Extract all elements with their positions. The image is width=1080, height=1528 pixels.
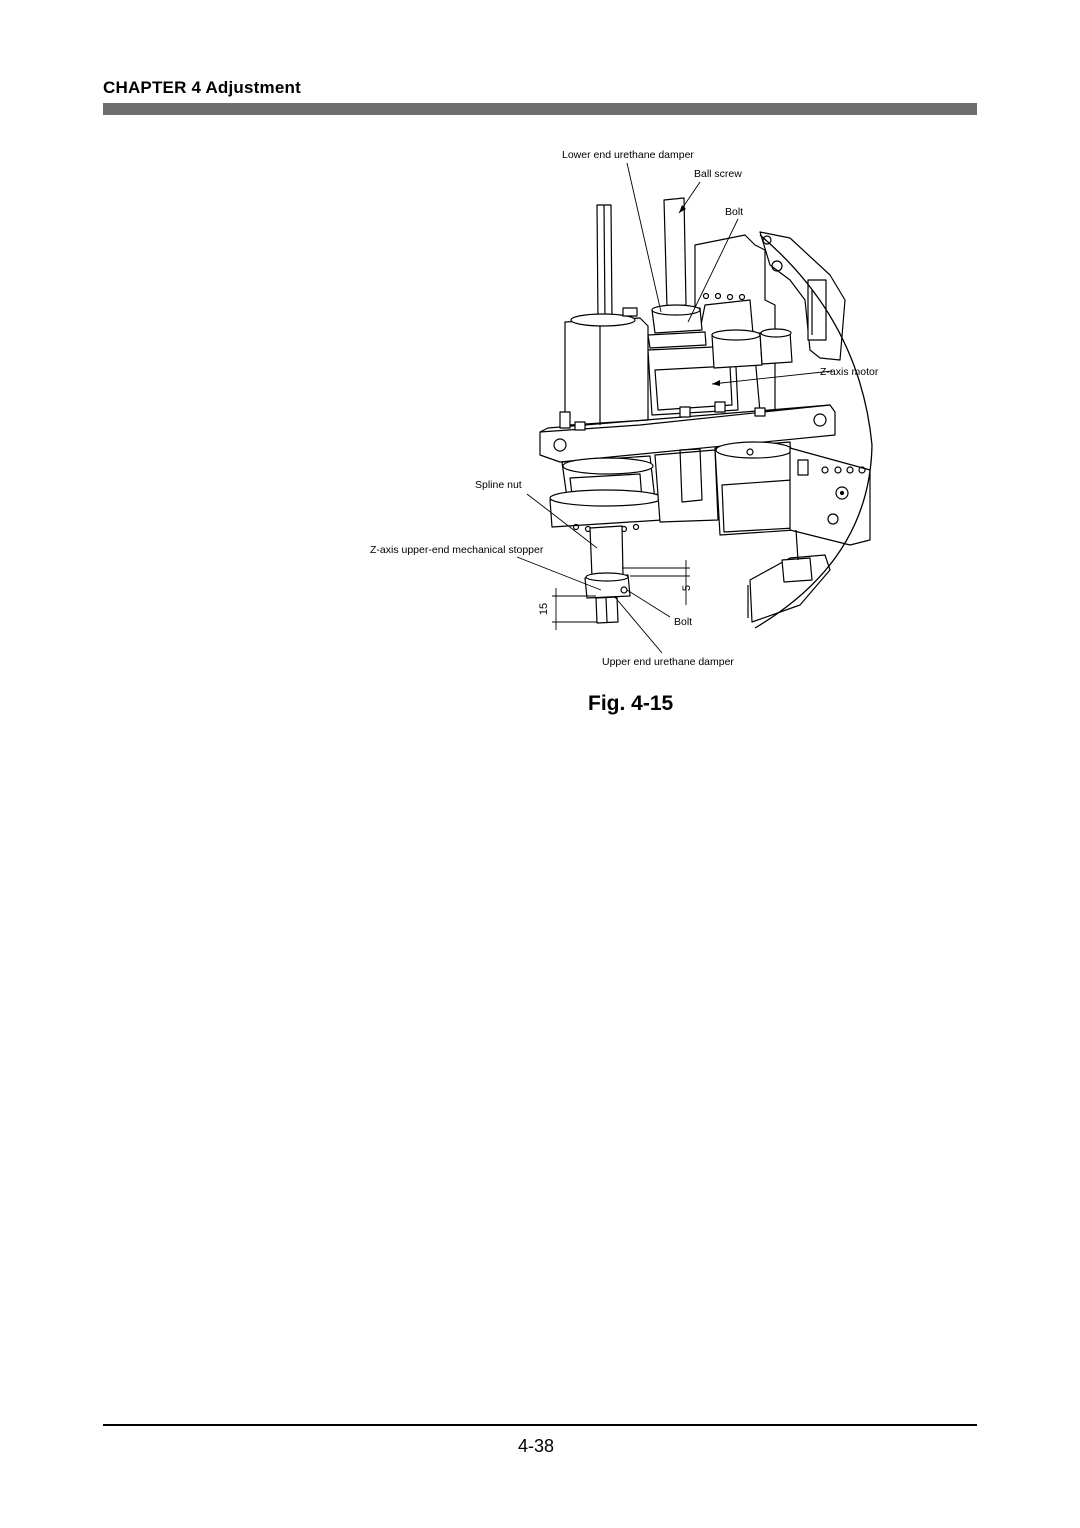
leader-arrowheads — [679, 205, 720, 386]
dimension-5 — [622, 560, 690, 605]
label-lower-end-urethane-damper: Lower end urethane damper — [562, 149, 694, 161]
figure-4-15: Lower end urethane damper Ball screw Bol… — [0, 0, 1080, 700]
footer-rule — [103, 1424, 977, 1426]
label-ball-screw: Ball screw — [694, 168, 742, 180]
cutaway-arc — [754, 234, 873, 629]
dimension-15-value: 15 — [538, 602, 551, 616]
bracket-holes — [702, 292, 746, 301]
base-bolts — [559, 401, 766, 431]
chapter-title: CHAPTER 4 Adjustment — [103, 78, 301, 97]
label-spline-nut: Spline nut — [475, 479, 522, 491]
z-axis-mechanism-drawing — [516, 162, 873, 654]
label-z-axis-stopper: Z-axis upper-end mechanical stopper — [370, 544, 544, 556]
label-bolt-top: Bolt — [725, 206, 744, 218]
leader-lines — [516, 162, 833, 654]
page-number: 4-38 — [518, 1436, 555, 1456]
label-upper-end-urethane-damper: Upper end urethane damper — [602, 656, 734, 668]
spline-motor-block — [564, 317, 649, 426]
base-plate — [539, 404, 836, 463]
ball-screw-rod — [663, 197, 687, 308]
label-bolt-bottom: Bolt — [674, 616, 693, 628]
lower-shaft — [589, 525, 624, 578]
dimension-15 — [552, 588, 597, 630]
dimension-5-value: 5 — [681, 584, 694, 592]
figure-caption: Fig. 4-15 — [588, 692, 674, 715]
label-z-axis-motor: Z-axis motor — [820, 366, 879, 378]
header-bar — [103, 103, 977, 115]
